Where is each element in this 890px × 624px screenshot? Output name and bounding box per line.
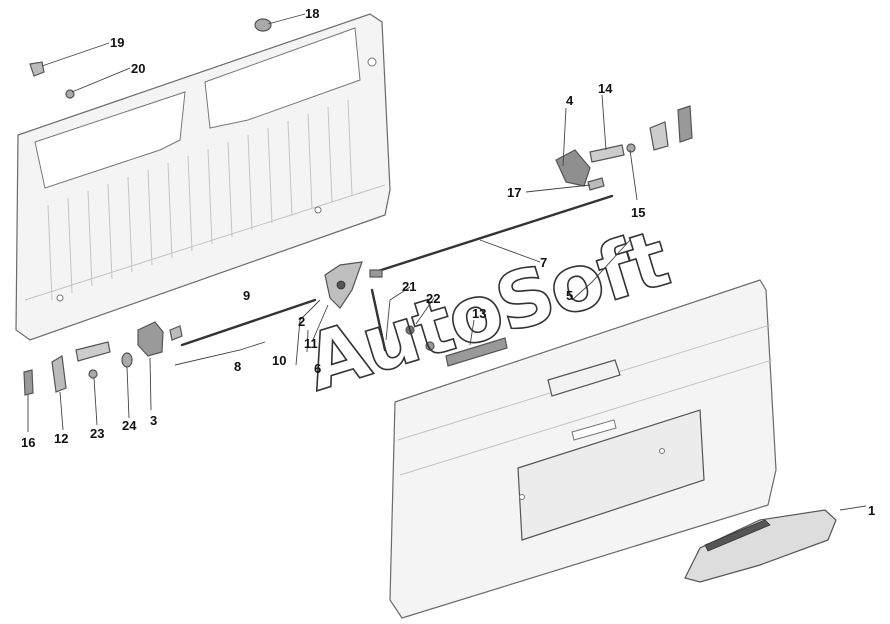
callout-23: 23 bbox=[90, 426, 104, 441]
callout-12: 12 bbox=[54, 431, 68, 446]
callout-11: 11 bbox=[304, 336, 318, 351]
callout-22: 22 bbox=[426, 291, 440, 306]
left-latch bbox=[23, 321, 183, 396]
callout-2: 2 bbox=[298, 314, 305, 329]
tailgate-lamp bbox=[684, 509, 837, 583]
callout-10: 10 bbox=[272, 353, 286, 368]
right-latch bbox=[555, 105, 693, 191]
callout-24: 24 bbox=[122, 418, 137, 433]
callout-8: 8 bbox=[234, 359, 241, 374]
callout-6: 6 bbox=[314, 361, 321, 376]
callout-7: 7 bbox=[540, 255, 547, 270]
latch-rods bbox=[180, 194, 614, 352]
callout-9: 9 bbox=[243, 288, 250, 303]
callout-16: 16 bbox=[21, 435, 35, 450]
inner-tailgate-panel bbox=[15, 13, 391, 341]
center-lock-mechanism bbox=[324, 261, 363, 309]
leader-lines bbox=[27, 13, 867, 511]
callout-5: 5 bbox=[566, 288, 573, 303]
panel-ribs bbox=[47, 99, 353, 301]
callout-15: 15 bbox=[631, 205, 645, 220]
small-hardware bbox=[29, 18, 508, 367]
callout-1: 1 bbox=[868, 503, 875, 518]
callout-13: 13 bbox=[472, 306, 486, 321]
callout-17: 17 bbox=[507, 185, 521, 200]
callout-3: 3 bbox=[150, 413, 157, 428]
callout-14: 14 bbox=[598, 81, 613, 96]
callout-4: 4 bbox=[566, 93, 574, 108]
callout-20: 20 bbox=[131, 61, 145, 76]
callout-18: 18 bbox=[305, 6, 319, 21]
callout-labels: 1 2 3 4 5 6 7 8 9 10 11 12 13 14 15 16 1… bbox=[21, 6, 875, 518]
callout-21: 21 bbox=[402, 279, 416, 294]
callout-19: 19 bbox=[110, 35, 124, 50]
outer-tailgate-panel bbox=[389, 279, 777, 619]
